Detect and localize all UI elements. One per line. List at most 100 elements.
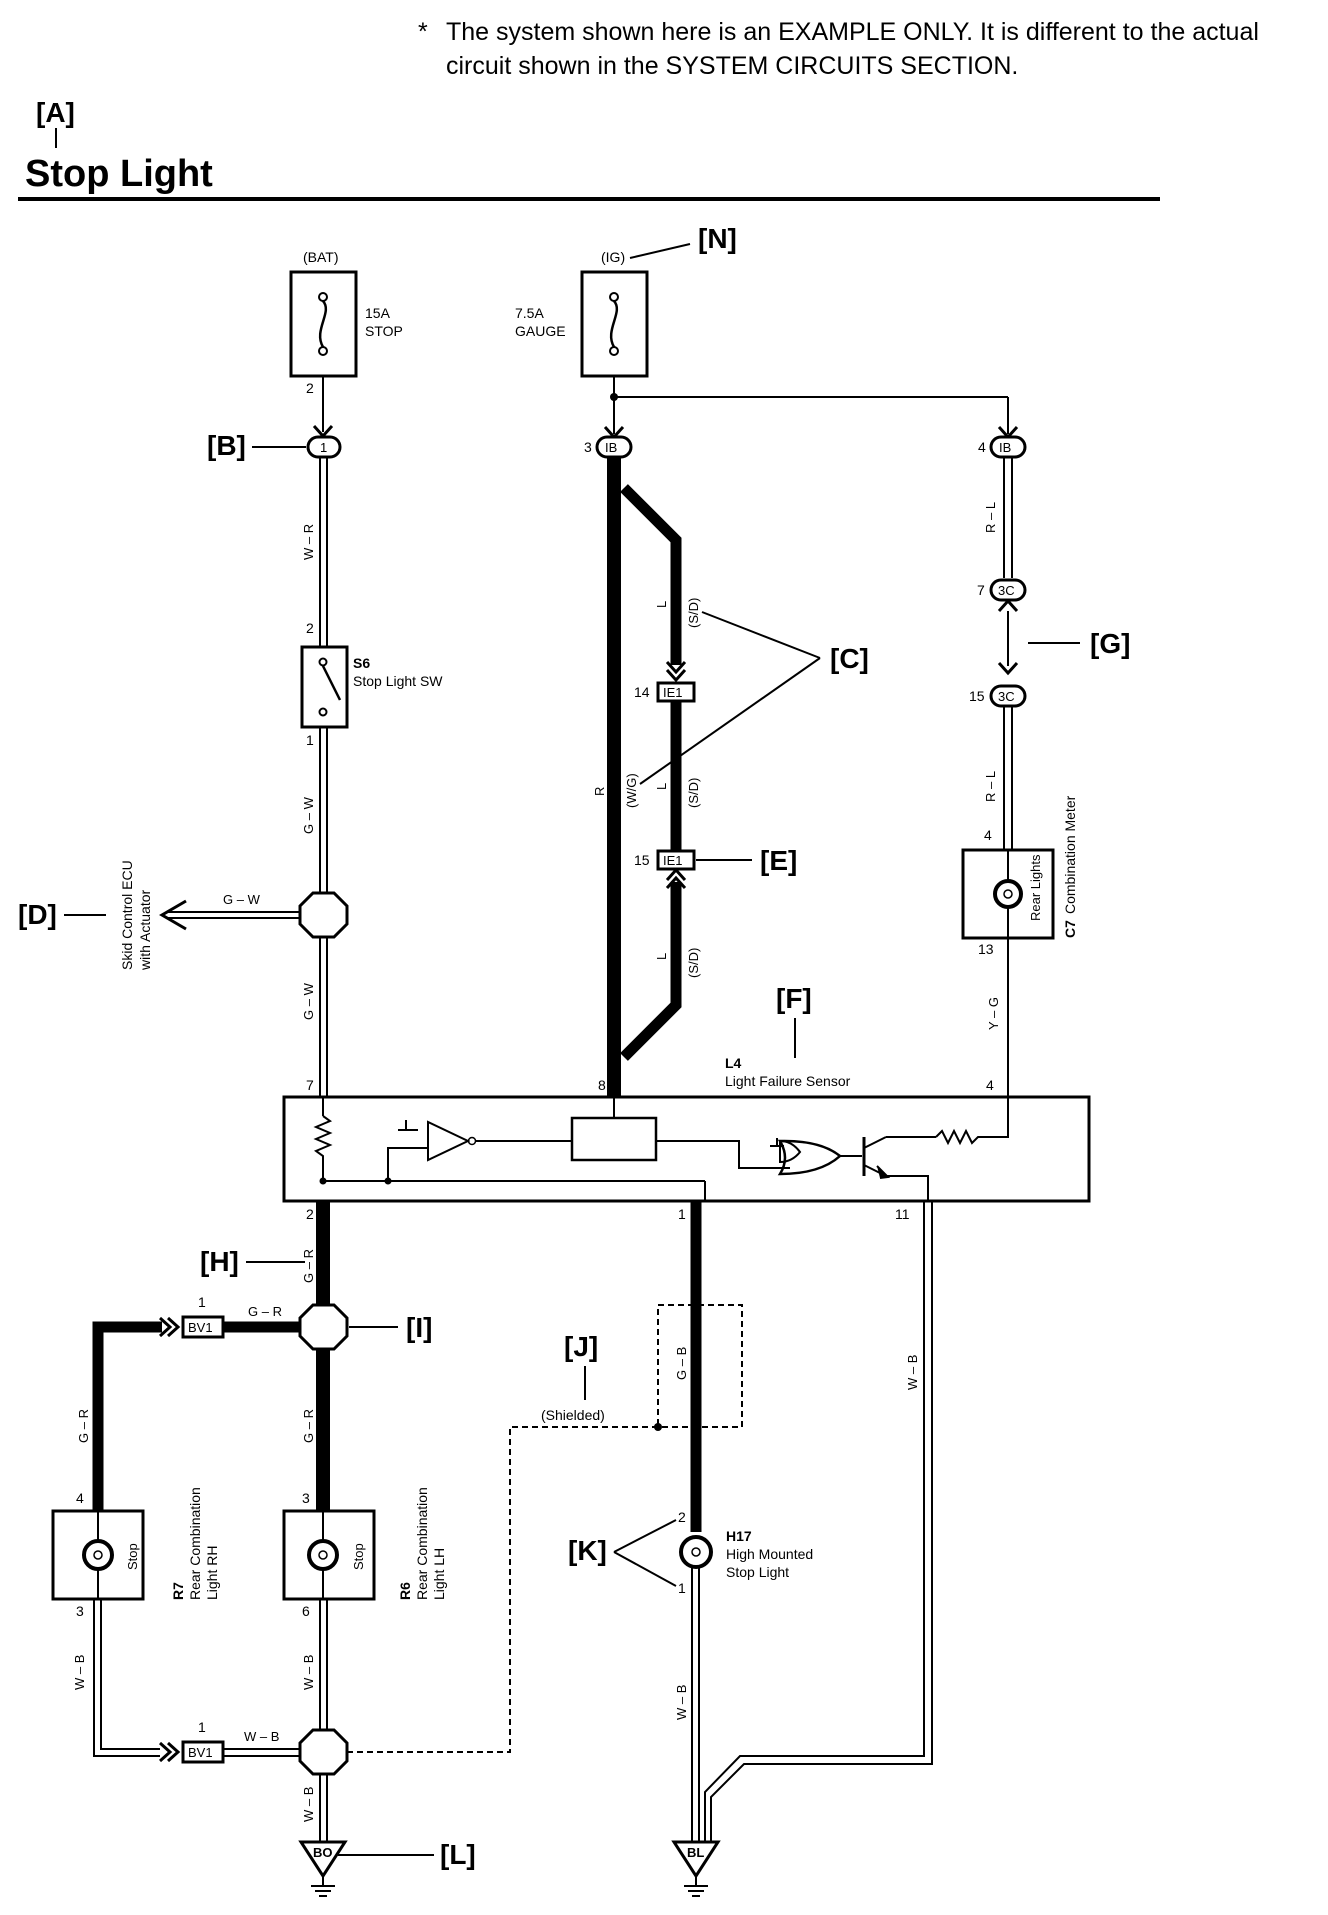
callout-b: [B] [207,430,246,461]
svg-text:7: 7 [977,582,985,598]
fuse-gauge: (IG) 7.5A GAUGE [515,249,649,378]
svg-text:W – B: W – B [244,1729,279,1744]
callout-k: [K] [568,1535,607,1566]
svg-text:W – B: W – B [674,1685,689,1720]
svg-text:W – B: W – B [301,1655,316,1690]
svg-text:3: 3 [302,1490,310,1506]
svg-text:BV1: BV1 [188,1320,213,1335]
svg-text:BO: BO [313,1845,333,1860]
svg-text:2: 2 [306,620,314,636]
svg-text:Rear Lights: Rear Lights [1028,854,1043,921]
ground-bo: BO [298,1840,348,1897]
svg-text:1: 1 [198,1294,206,1310]
svg-text:C7: C7 [1062,920,1078,938]
svg-text:Rear Combination: Rear Combination [414,1487,430,1600]
svg-text:Light LH: Light LH [431,1548,447,1600]
ecu-label: Skid Control ECU [119,860,135,970]
rear-combination-light-rh-r7: 4 Stop R7 Rear Combination Light RH 3 [51,1487,220,1619]
svg-text:R – L: R – L [983,771,998,802]
svg-text:1: 1 [678,1206,686,1222]
svg-text:(W/G): (W/G) [624,773,639,808]
callout-e: [E] [760,845,797,876]
svg-text:Combination Meter: Combination Meter [1062,795,1078,914]
svg-text:Stop: Stop [351,1543,366,1570]
svg-text:(IG): (IG) [601,249,625,265]
callout-c: [C] [830,643,869,674]
svg-text:G – R: G – R [76,1409,91,1443]
callout-d: [D] [18,899,57,930]
svg-text:3: 3 [584,439,592,455]
svg-text:R – L: R – L [983,502,998,533]
svg-text:2: 2 [306,380,314,396]
svg-text:15: 15 [969,688,985,704]
callout-h: [H] [200,1246,239,1277]
svg-text:L: L [654,953,669,960]
connector-3c-15 [989,684,1027,708]
svg-text:S6: S6 [353,655,370,671]
svg-text:11: 11 [895,1206,910,1222]
svg-text:(S/D): (S/D) [686,598,701,628]
svg-text:W – R: W – R [301,524,316,560]
svg-text:14: 14 [634,684,650,700]
svg-text:1: 1 [678,1580,686,1596]
svg-text:Y – G: Y – G [986,997,1001,1030]
wire-l-lower [620,882,682,1061]
connector-bv1-bottom [181,1740,225,1764]
svg-text:G – R: G – R [301,1249,316,1283]
svg-text:(S/D): (S/D) [686,948,701,978]
svg-text:IB: IB [999,440,1011,455]
ground-bl: BL [671,1840,721,1897]
svg-text:Rear Combination: Rear Combination [187,1487,203,1600]
svg-text:W – B: W – B [72,1655,87,1690]
svg-text:Stop Light: Stop Light [726,1564,789,1580]
l4-label: Light Failure Sensor [725,1073,851,1089]
svg-text:1: 1 [320,440,327,455]
callout-f: [F] [776,983,812,1014]
svg-text:BV1: BV1 [188,1745,213,1760]
svg-text:with Actuator: with Actuator [137,890,153,971]
svg-text:3: 3 [76,1603,84,1619]
svg-text:IE1: IE1 [663,685,683,700]
svg-text:H17: H17 [726,1528,752,1544]
stop-light-switch-s6: 2 S6 Stop Light SW 1 [300,620,443,748]
svg-text:15: 15 [634,852,650,868]
svg-text:3C: 3C [998,689,1015,704]
splice-gw [298,891,349,939]
svg-text:R6: R6 [397,1582,413,1600]
svg-text:Stop Light SW: Stop Light SW [353,673,443,689]
wire-gr-rh [92,1321,162,1511]
svg-text:2: 2 [306,1206,314,1222]
svg-text:8: 8 [598,1077,606,1093]
callout-l: [L] [440,1839,476,1870]
svg-text:4: 4 [986,1077,994,1093]
svg-text:L: L [654,783,669,790]
svg-text:W – B: W – B [301,1787,316,1822]
note-line-2: circuit shown in the SYSTEM CIRCUITS SEC… [446,52,1018,80]
svg-text:W – B: W – B [905,1355,920,1390]
svg-text:1: 1 [306,732,314,748]
high-mounted-stop-light-h17: H17 High Mounted Stop Light [679,1528,813,1580]
callout-g: [G] [1090,628,1130,659]
svg-text:G – W: G – W [223,892,261,907]
splice-wb [298,1728,349,1776]
svg-text:7.5A: 7.5A [515,305,544,321]
splice-gr [298,1303,349,1351]
light-failure-sensor-l4 [282,1095,1091,1203]
svg-text:3C: 3C [998,583,1015,598]
note-star: * [418,18,428,46]
svg-text:G – R: G – R [301,1409,316,1443]
rear-combination-light-lh-r6: 3 Stop R6 Rear Combination Light LH 6 [282,1487,447,1619]
svg-text:13: 13 [978,941,994,957]
svg-text:4: 4 [76,1490,84,1506]
callout-j: [J] [564,1331,598,1362]
wire-l-upper [620,484,682,665]
svg-text:High Mounted: High Mounted [726,1546,813,1562]
svg-text:(Shielded): (Shielded) [541,1407,605,1423]
junction-connector-1 [306,435,342,459]
svg-text:GAUGE: GAUGE [515,323,566,339]
connector-ib-4 [989,435,1027,459]
svg-text:IE1: IE1 [663,853,683,868]
svg-text:4: 4 [984,827,992,843]
